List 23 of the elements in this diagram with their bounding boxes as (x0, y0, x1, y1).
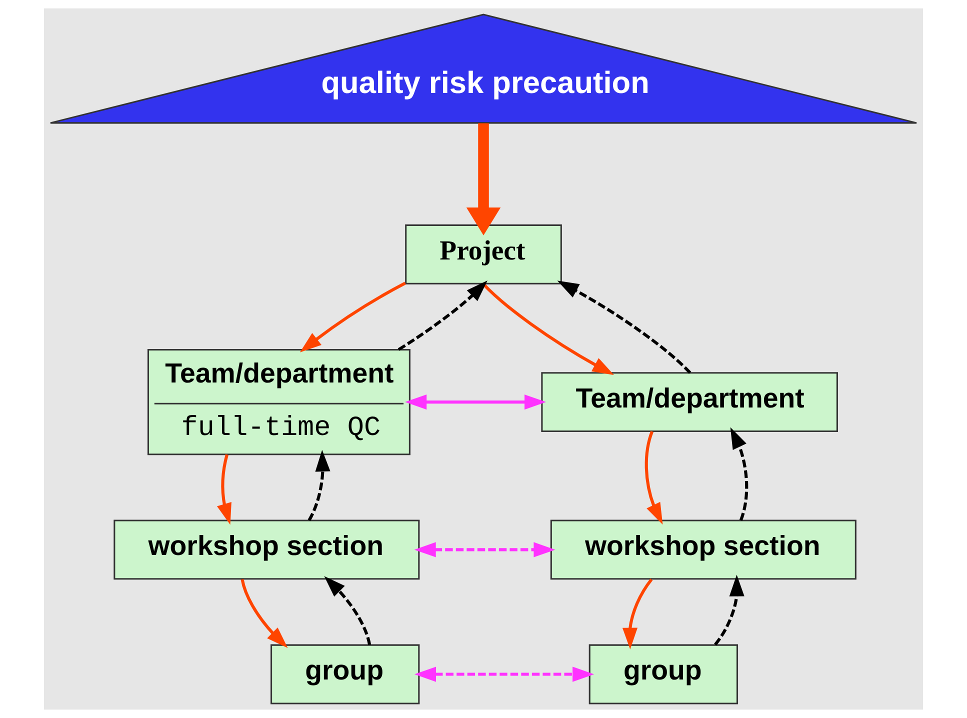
arrow (216, 454, 232, 525)
arrow (240, 579, 288, 648)
arrow (324, 576, 372, 646)
node-box: group (270, 644, 420, 704)
arrow (730, 427, 748, 521)
arrow (300, 282, 406, 352)
arrow (466, 123, 501, 236)
node-box: Team/department full-time QC (147, 349, 410, 456)
arrow (557, 280, 692, 374)
arrow (414, 666, 594, 682)
arrow (414, 542, 556, 558)
node-box: Team/department (541, 372, 838, 432)
arrow (644, 430, 663, 525)
arrow (622, 578, 653, 650)
node-box: workshop section (114, 520, 420, 580)
arrow (482, 282, 614, 375)
arrow (398, 280, 488, 351)
node-box: workshop section (550, 520, 856, 580)
arrow (714, 574, 744, 646)
node-box: Project (405, 224, 562, 284)
node-box: group (588, 644, 738, 704)
arrow (405, 394, 546, 410)
arrow (308, 450, 330, 522)
